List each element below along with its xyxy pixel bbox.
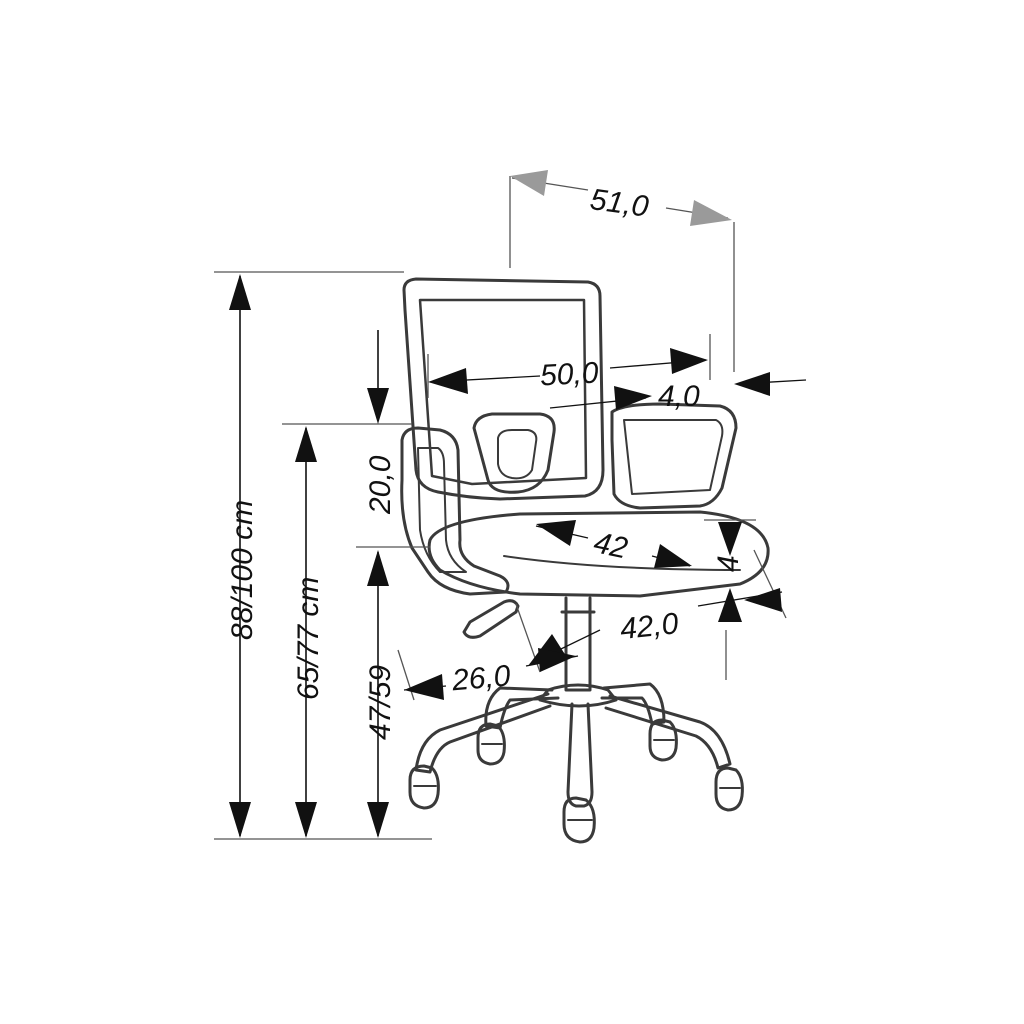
label-gas-lift-offset: 26,0: [450, 659, 512, 697]
backrest-frame: [402, 277, 605, 501]
left-armrest-inner: [417, 447, 467, 573]
lumbar-support: [472, 412, 556, 494]
label-backrest-height: 20,0: [364, 455, 397, 515]
right-armrest-pad: [623, 419, 724, 495]
tilt-lever: [462, 599, 520, 639]
label-seat-width: 42: [591, 526, 631, 565]
label-seat-height: 47/59: [364, 665, 397, 740]
dimension-labels: 51,0 50,0 4,0 42 4 42,0 26,0 20,0 88/100…: [226, 183, 745, 740]
label-armrest-height: 65/77 cm: [292, 577, 325, 700]
lumbar-support-inner: [497, 429, 538, 480]
label-seat-thickness: 4: [712, 555, 745, 572]
label-seat-depth: 42,0: [618, 607, 680, 646]
seat-edge: [503, 555, 741, 571]
casters: [408, 718, 744, 844]
dimension-lines: [214, 170, 807, 840]
label-overall-depth: 51,0: [588, 183, 651, 224]
left-armrest: [400, 426, 510, 596]
backrest-mesh: [418, 298, 588, 486]
seat-cushion: [427, 510, 770, 598]
gas-lift: [564, 596, 592, 692]
label-back-width: 50,0: [539, 357, 599, 393]
label-armrest-offset: 4,0: [658, 380, 700, 413]
five-star-base: [414, 682, 732, 808]
chair-drawing: [400, 277, 770, 844]
right-armrest: [610, 402, 738, 510]
label-total-height: 88/100 cm: [226, 500, 259, 640]
